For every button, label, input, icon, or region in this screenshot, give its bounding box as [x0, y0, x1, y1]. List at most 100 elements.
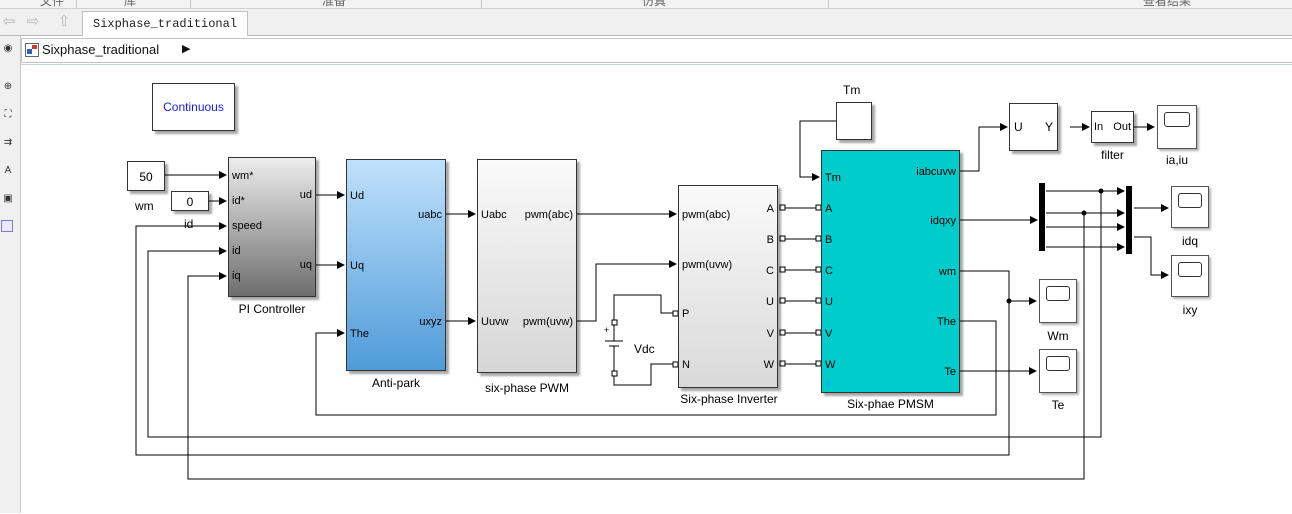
filter-out: Out [1113, 121, 1131, 133]
mux-block[interactable] [1126, 186, 1132, 254]
inv-in-p: P [682, 308, 690, 320]
model-canvas[interactable]: Continuous 50 wm 0 id wm* id* speed id i… [21, 64, 1292, 514]
area-icon[interactable] [1, 220, 13, 232]
six-phase-inverter-block[interactable]: pwm(abc) pwm(uvw) P N A B C U V W [678, 185, 778, 388]
tm-step-label: Tm [843, 83, 861, 97]
constant-id-value: 0 [186, 195, 194, 209]
zoom-icon[interactable]: ⊕ [3, 81, 13, 92]
scope-screen-icon [1178, 262, 1202, 277]
anti-park-label: Anti-park [371, 376, 421, 390]
constant-wm-block[interactable]: 50 [127, 161, 165, 191]
pwm-in-uabc: Uabc [481, 209, 507, 221]
continuous-powergui[interactable]: Continuous [152, 83, 235, 131]
scope-te-label: Te [1051, 398, 1065, 412]
pmsm-out-the: The [937, 316, 956, 328]
scope-wm[interactable] [1039, 279, 1077, 323]
pmsm-out-te: Te [944, 366, 956, 378]
inv-out-a: A [766, 203, 774, 215]
constant-wm-label: wm [135, 199, 154, 213]
model-icon [25, 43, 39, 57]
breadcrumb-model-name[interactable]: Sixphase_traditional [42, 42, 160, 57]
filter-in: In [1094, 121, 1104, 133]
inv-out-u: U [766, 296, 774, 308]
scope-screen-icon [1046, 286, 1070, 301]
scope-iaiu-label: ia,iu [1165, 153, 1188, 167]
antipark-in-uq: Uq [350, 260, 365, 272]
pmsm-in-a: A [825, 203, 833, 215]
menu-library[interactable]: 库 [124, 0, 137, 8]
pmsm-in-tm: Tm [825, 172, 841, 184]
inv-out-v: V [766, 328, 774, 340]
address-bar-row: Sixphase_traditional ▶ [0, 36, 1292, 63]
menu-file[interactable]: 文件 [40, 0, 65, 8]
antipark-in-ud: Ud [350, 190, 365, 202]
pmsm-in-b: B [825, 234, 833, 246]
menu-simulation[interactable]: 仿真 [642, 0, 667, 8]
scope-wm-label: Wm [1047, 329, 1069, 343]
inv-out-b: B [766, 234, 774, 246]
pmsm-in-v: V [825, 328, 833, 340]
pwm-in-uuvw: Uuvw [481, 316, 509, 328]
six-phase-pwm-label: six-phase PWM [484, 381, 570, 395]
antipark-in-the: The [350, 328, 369, 340]
inv-in-pwm-uvw: pwm(uvw) [682, 259, 733, 271]
scope-iaiu[interactable] [1157, 105, 1197, 149]
antipark-out-uxyz: uxyz [419, 316, 442, 328]
physical-signal-icon: ⇩ [824, 378, 834, 390]
hide-browser-icon[interactable]: ◉ [3, 43, 13, 54]
tab-model[interactable]: Sixphase_traditional [82, 11, 249, 36]
inv-in-pwm-abc: pwm(abc) [682, 209, 731, 221]
six-phase-pwm-block[interactable]: Uabc Uuvw pwm(abc) pwm(uvw) [477, 159, 577, 373]
pi-in-wm-star: wm* [232, 170, 254, 182]
inv-out-c: C [766, 265, 774, 277]
breadcrumb-arrow-icon[interactable]: ▶ [182, 43, 191, 55]
fit-view-icon[interactable]: ⛶ [4, 109, 12, 120]
forward-arrow-icon[interactable]: ⇨ [26, 13, 40, 30]
scope-ixy-label: ixy [1182, 303, 1198, 317]
annotation-icon[interactable]: A [4, 165, 12, 176]
top-menu-bar: 文件 库 准备 仿真 查看结果 [0, 0, 1292, 9]
up-arrow-icon[interactable]: ⇧ [57, 13, 71, 30]
tm-step-block[interactable] [836, 102, 872, 140]
pi-in-speed: speed [232, 220, 262, 232]
inv-out-w: W [763, 359, 774, 371]
menu-review-results[interactable]: 查看结果 [1143, 0, 1192, 8]
filter-block[interactable]: In Out [1091, 111, 1134, 143]
scope-ixy[interactable] [1171, 255, 1209, 297]
six-phase-pmsm-label: Six-phae PMSM [847, 397, 934, 411]
uy-conversion-block[interactable]: U Y [1009, 103, 1058, 151]
image-icon[interactable]: ▣ [3, 193, 13, 204]
pwm-out-abc: pwm(abc) [524, 209, 573, 221]
pi-controller-label: PI Controller [238, 302, 306, 316]
pi-out-uq: uq [299, 259, 312, 271]
six-phase-inverter-label: Six-phase Inverter [680, 392, 778, 406]
pmsm-in-u: U [825, 296, 833, 308]
pi-controller-block[interactable]: wm* id* speed id iq ud uq [228, 157, 316, 297]
vdc-plus: + [604, 325, 610, 335]
pwm-out-uvw: pwm(uvw) [522, 316, 573, 328]
pi-in-id-star: id* [232, 195, 245, 207]
six-phase-pmsm-block[interactable]: Tm A B C U V W iabcuvw idqxy wm The Te ⇩ [821, 150, 960, 393]
antipark-out-uabc: uabc [418, 209, 442, 221]
uy-in-u: U [1014, 120, 1023, 134]
pmsm-out-iabcuvw: iabcuvw [916, 166, 956, 178]
scope-screen-icon [1046, 356, 1070, 371]
left-toolbar: ◉ ⊕ ⛶ ⇉ A ▣ [0, 36, 21, 513]
filter-label: filter [1101, 148, 1124, 162]
scope-idq-label: idq [1181, 234, 1198, 248]
anti-park-block[interactable]: Ud Uq The uabc uxyz [346, 159, 446, 371]
vdc-label[interactable]: Vdc [634, 342, 655, 356]
demux-block[interactable] [1039, 183, 1045, 251]
pmsm-out-idqxy: idqxy [930, 215, 956, 227]
breadcrumb[interactable]: Sixphase_traditional ▶ [21, 38, 1292, 63]
pmsm-in-w: W [825, 359, 836, 371]
tab-row: ⇦ ⇨ ⇧ Sixphase_traditional [0, 9, 1292, 36]
menu-prepare[interactable]: 准备 [322, 0, 347, 8]
inv-in-n: N [682, 359, 690, 371]
back-arrow-icon[interactable]: ⇦ [2, 13, 16, 30]
scope-idq[interactable] [1171, 186, 1209, 228]
constant-id-block[interactable]: 0 [171, 191, 209, 211]
pi-in-id: id [232, 245, 241, 257]
scope-te[interactable] [1039, 349, 1077, 393]
arrow-icon[interactable]: ⇉ [3, 137, 13, 148]
